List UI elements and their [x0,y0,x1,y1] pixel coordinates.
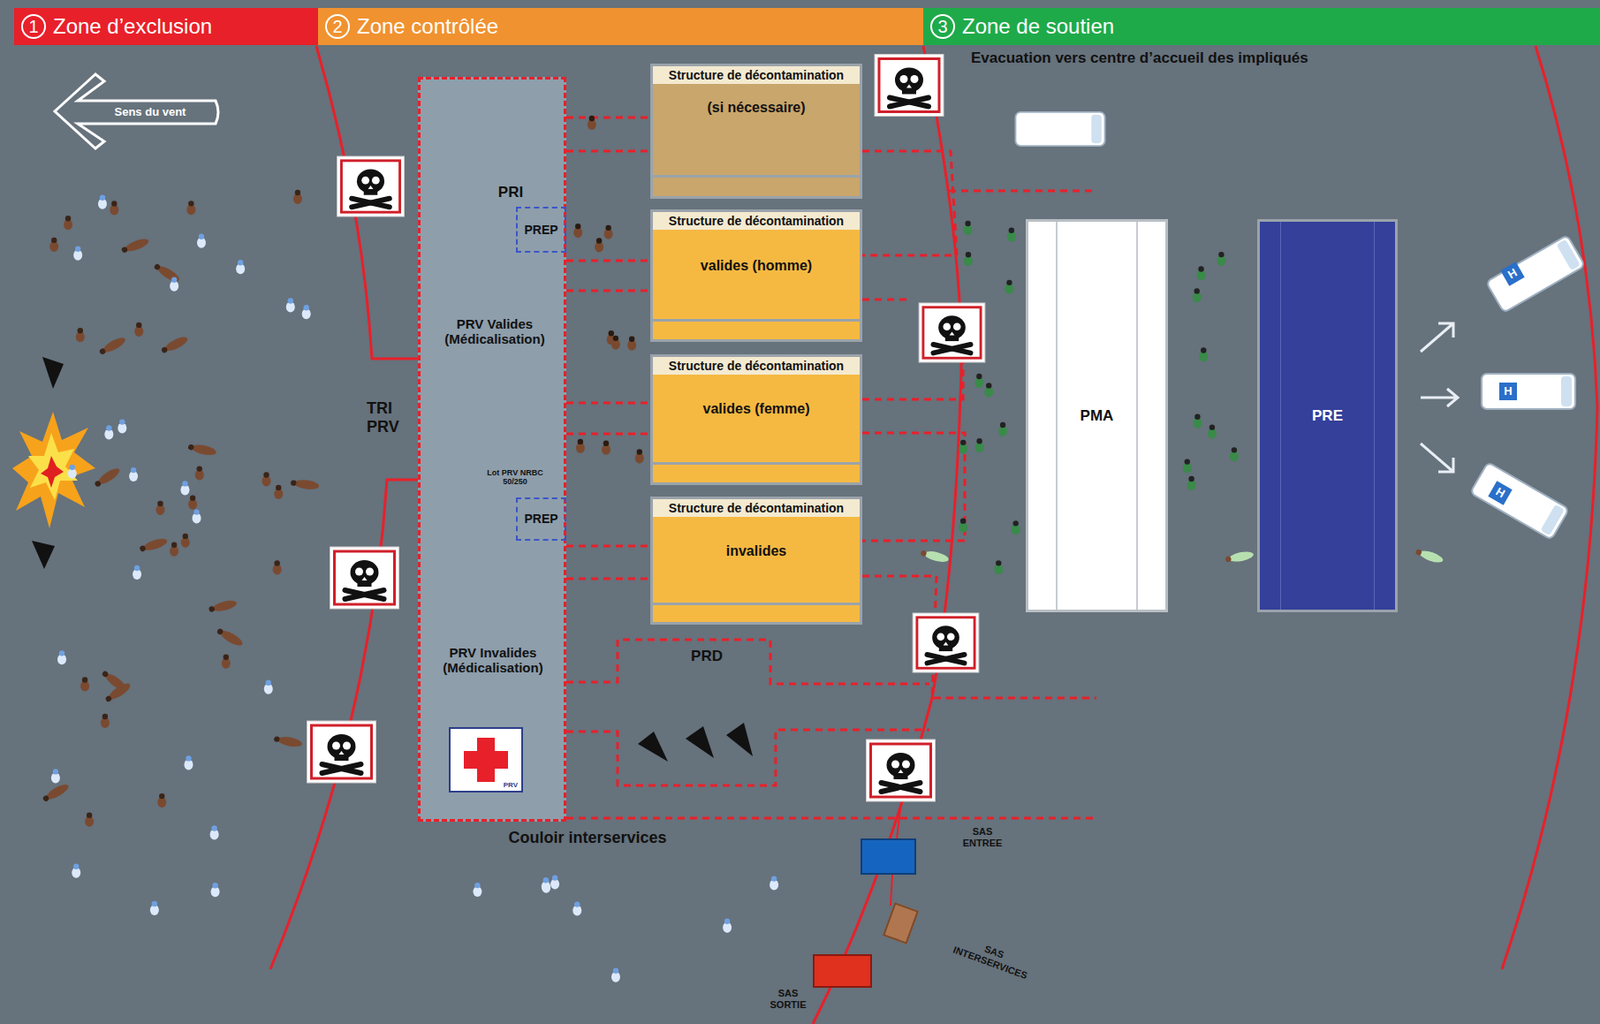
prep-box: PREP [515,206,567,253]
node-text: valides (homme) [652,257,860,274]
sas-box: SAS ENTREE [860,838,917,875]
node-text: 2 [325,14,350,39]
node-text: PRI [466,183,555,202]
zone-band: 3Zone de soutien [923,7,1600,46]
node-text: Structure de décontamination [652,356,860,375]
node-text: SAS ENTREE [954,826,1011,850]
pma-tent: PMA [1025,219,1168,613]
node-text: PMA [1080,407,1115,425]
node-text: Sens du vent [86,102,214,122]
node-text: SAS INTERSERVICES [942,930,1042,986]
node-text: Lot PRV NRBC 50/250 [475,468,555,487]
node-text: invalides [652,543,860,560]
node-text: SAS SORTIE [759,987,817,1011]
sas-box: SAS INTERSERVICES [882,902,919,945]
node-text: PREP [523,222,558,237]
corridor-label: Couloir interservices [481,828,694,848]
node-text: valides (femme) [652,401,860,418]
hospital-sign: H [1499,382,1517,401]
decontamination-structure: Structure de décontamination valides (hom… [650,209,863,342]
node-text: Zone de soutien [962,14,1115,39]
node-text: PRV Valides (Médicalisation) [434,316,555,348]
node-text: (si nécessaire) [652,99,860,116]
node-text: PRV [503,781,518,789]
node-text: 3 [930,14,956,39]
decontamination-structure: Structure de décontamination invalides [650,496,863,625]
zone-label: TRI PRV [366,399,420,436]
node-text: PREP [523,511,558,526]
zone-band: 1 Zone d’exclusion [14,7,319,46]
evacuation-note: Evacuation vers centre d’accueil des imp… [970,49,1387,68]
prep-box: PREP [515,497,567,541]
node-text: Structure de décontamination [652,499,860,517]
red-cross-sign: PRV [448,727,524,793]
node-text: Structure de décontamination [652,66,860,84]
node-text: 1 [21,14,46,39]
wind-arrow: Sens du vent [51,70,221,153]
node-text: PRD [690,647,723,666]
prv-area: PRI PRV Valides (Médicalisation) Lot PRV N… [417,76,567,822]
node-text: PRV Invalides (Médicalisation) [424,644,562,676]
node-text: Zone d’exclusion [53,14,213,39]
node-text: Structure de décontamination [652,212,860,230]
prd-zone: PRD [671,641,743,672]
decontamination-structure: Structure de décontamination (si nécessai… [650,63,863,199]
zone-band: 2Zone contrôlée [318,7,924,46]
node-text: PRE [1311,407,1343,425]
pre-tent: PRE [1257,219,1398,613]
decontamination-structure: Structure de décontamination valides (fem… [650,354,863,486]
sas-box: SAS SORTIE [812,954,873,988]
node-text: Zone contrôlée [356,14,499,39]
